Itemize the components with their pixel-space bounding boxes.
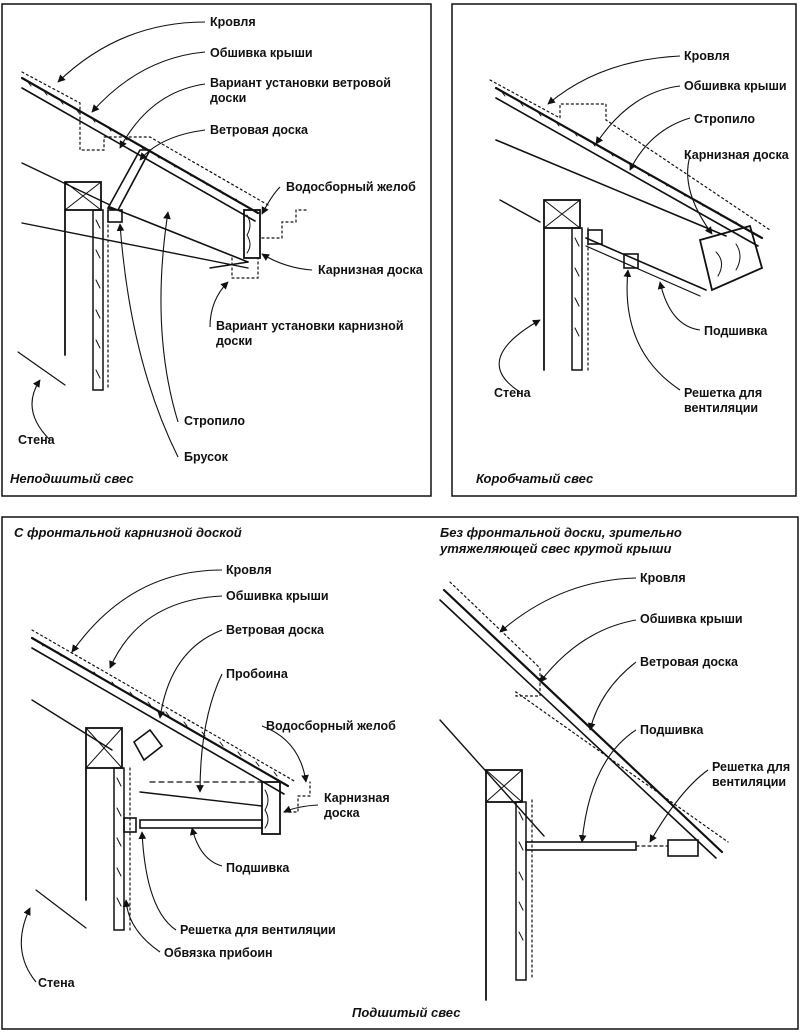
label-boxed-fascia: Карнизная доска: [684, 148, 789, 162]
drawing-open-eave: [17, 71, 307, 391]
label-boxed-vent: Решетка для вентиляции: [684, 386, 763, 415]
label-open-block: Брусок: [184, 450, 228, 464]
drawing-boxed-eave: [489, 79, 771, 371]
label-front-ledger: Пробоина: [226, 667, 288, 681]
label-boxed-wall: Стена: [494, 386, 531, 400]
label-nofascia-roofing: Кровля: [640, 571, 686, 585]
label-front-roofing: Кровля: [226, 563, 272, 577]
caption-front-fascia: С фронтальной карнизной доской: [14, 525, 242, 540]
label-open-fascia-option: Вариант установки карнизной доски: [216, 319, 404, 348]
panel-frame-bottom: [1, 516, 799, 1030]
label-boxed-sheathing: Обшивка крыши: [684, 79, 787, 93]
label-open-rafter: Стропило: [184, 414, 246, 428]
label-front-gutter: Водосборный желоб: [266, 719, 396, 733]
label-open-wall: Стена: [18, 433, 55, 447]
label-front-soffit: Подшивка: [226, 861, 290, 875]
label-nofascia-sheathing: Обшивка крыши: [640, 612, 743, 626]
caption-boxed: Коробчатый свес: [476, 471, 594, 486]
label-front-sheathing: Обшивка крыши: [226, 589, 329, 603]
panel-frame-boxed: [451, 3, 797, 497]
label-boxed-roofing: Кровля: [684, 49, 730, 63]
drawing-no-fascia: [439, 581, 729, 1001]
label-open-gutter: Водосборный желоб: [286, 180, 416, 194]
label-nofascia-vent: Решетка для вентиляции: [712, 760, 791, 789]
caption-no-fascia: Без фронтальной доски, зрительно утяжеля…: [440, 525, 682, 556]
label-open-sheathing: Обшивка крыши: [210, 46, 313, 60]
label-nofascia-soffit: Подшивка: [640, 723, 704, 737]
label-front-nailer: Обвязка прибоин: [164, 946, 273, 960]
label-open-roofing: Кровля: [210, 15, 256, 29]
leaders-boxed: [498, 55, 713, 393]
label-boxed-soffit: Подшивка: [704, 324, 768, 338]
label-front-fascia: Карнизная доска: [324, 791, 390, 820]
footer-caption: Подшитый свес: [352, 1005, 461, 1020]
panel-frame-open: [1, 3, 432, 497]
label-front-wall: Стена: [38, 976, 75, 990]
label-front-fly-rafter: Ветровая доска: [226, 623, 325, 637]
label-open-fascia: Карнизная доска: [318, 263, 423, 277]
leaders-no-fascia: [499, 577, 709, 843]
label-open-fly-rafter: Ветровая доска: [210, 123, 309, 137]
caption-open: Неподшитый свес: [10, 471, 134, 486]
label-nofascia-fly-rafter: Ветровая доска: [640, 655, 739, 669]
label-boxed-rafter: Стропило: [694, 112, 756, 126]
label-open-fly-rafter-option: Вариант установки ветровой доски: [210, 76, 391, 105]
leaders-open: [31, 21, 313, 458]
leaders-front-fascia: [20, 569, 319, 983]
label-front-vent: Решетка для вентиляции: [180, 923, 336, 937]
